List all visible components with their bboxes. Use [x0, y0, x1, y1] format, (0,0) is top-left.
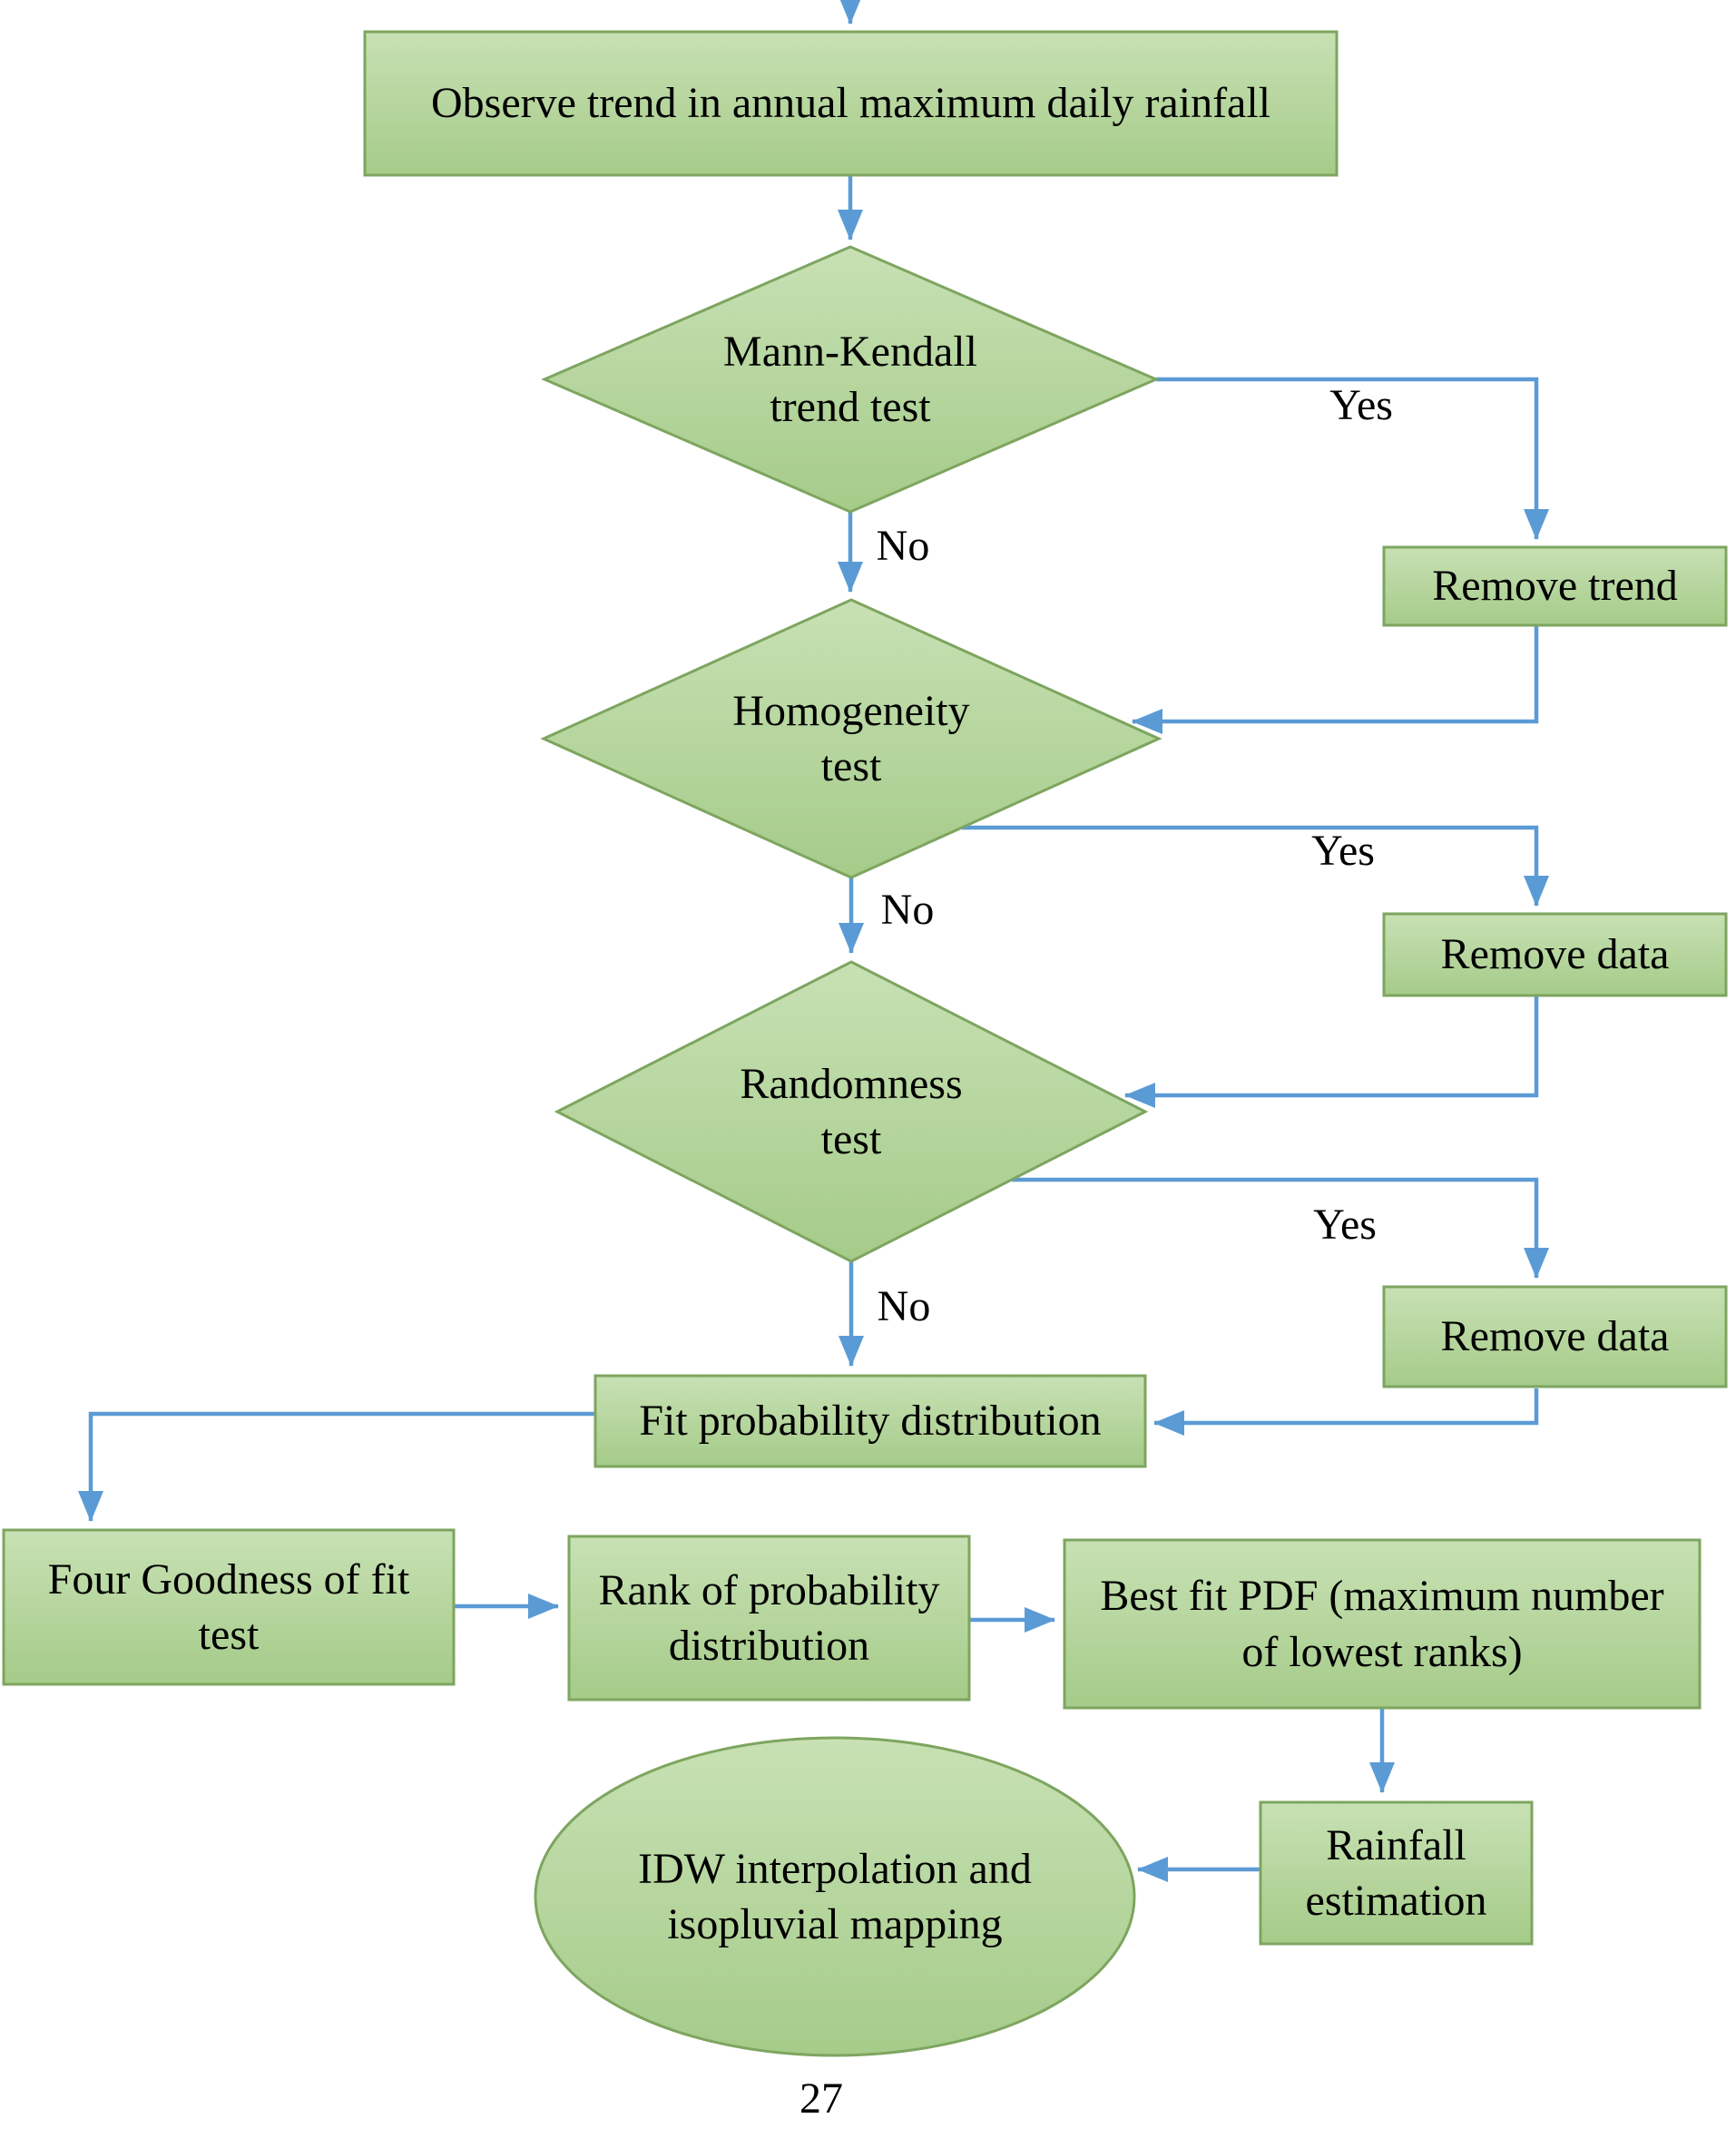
edge-homogeneity-yes-to-remove-data-1 — [962, 825, 1549, 907]
process-best-fit-pdf — [1063, 1538, 1702, 1710]
edge-fit-to-goodness — [78, 1411, 595, 1522]
process-goodness-of-fit — [2, 1528, 456, 1686]
process-observe-trend — [363, 30, 1339, 177]
decision-mann-kendall — [541, 245, 1160, 514]
edge-remove-trend-to-homogeneity — [1132, 623, 1539, 734]
process-remove-data-1 — [1382, 912, 1728, 997]
decision-homogeneity — [540, 598, 1162, 879]
edge-remove-data-2-to-fit — [1153, 1388, 1539, 1436]
page-number: 27 — [799, 2074, 843, 2123]
process-remove-data-2 — [1382, 1285, 1728, 1388]
terminator-idw-mapping — [534, 1736, 1136, 2057]
process-rank-distribution — [567, 1535, 971, 1702]
edge-mann-kendall-yes-to-remove-trend — [1156, 377, 1549, 540]
decision-randomness — [554, 960, 1149, 1263]
edge-remove-data-1-to-randomness — [1124, 996, 1539, 1108]
process-fit-distribution — [593, 1374, 1147, 1468]
process-remove-trend — [1382, 545, 1728, 627]
edge-randomness-yes-to-remove-data-2 — [1012, 1177, 1549, 1279]
process-rainfall-estimation — [1259, 1800, 1534, 1946]
